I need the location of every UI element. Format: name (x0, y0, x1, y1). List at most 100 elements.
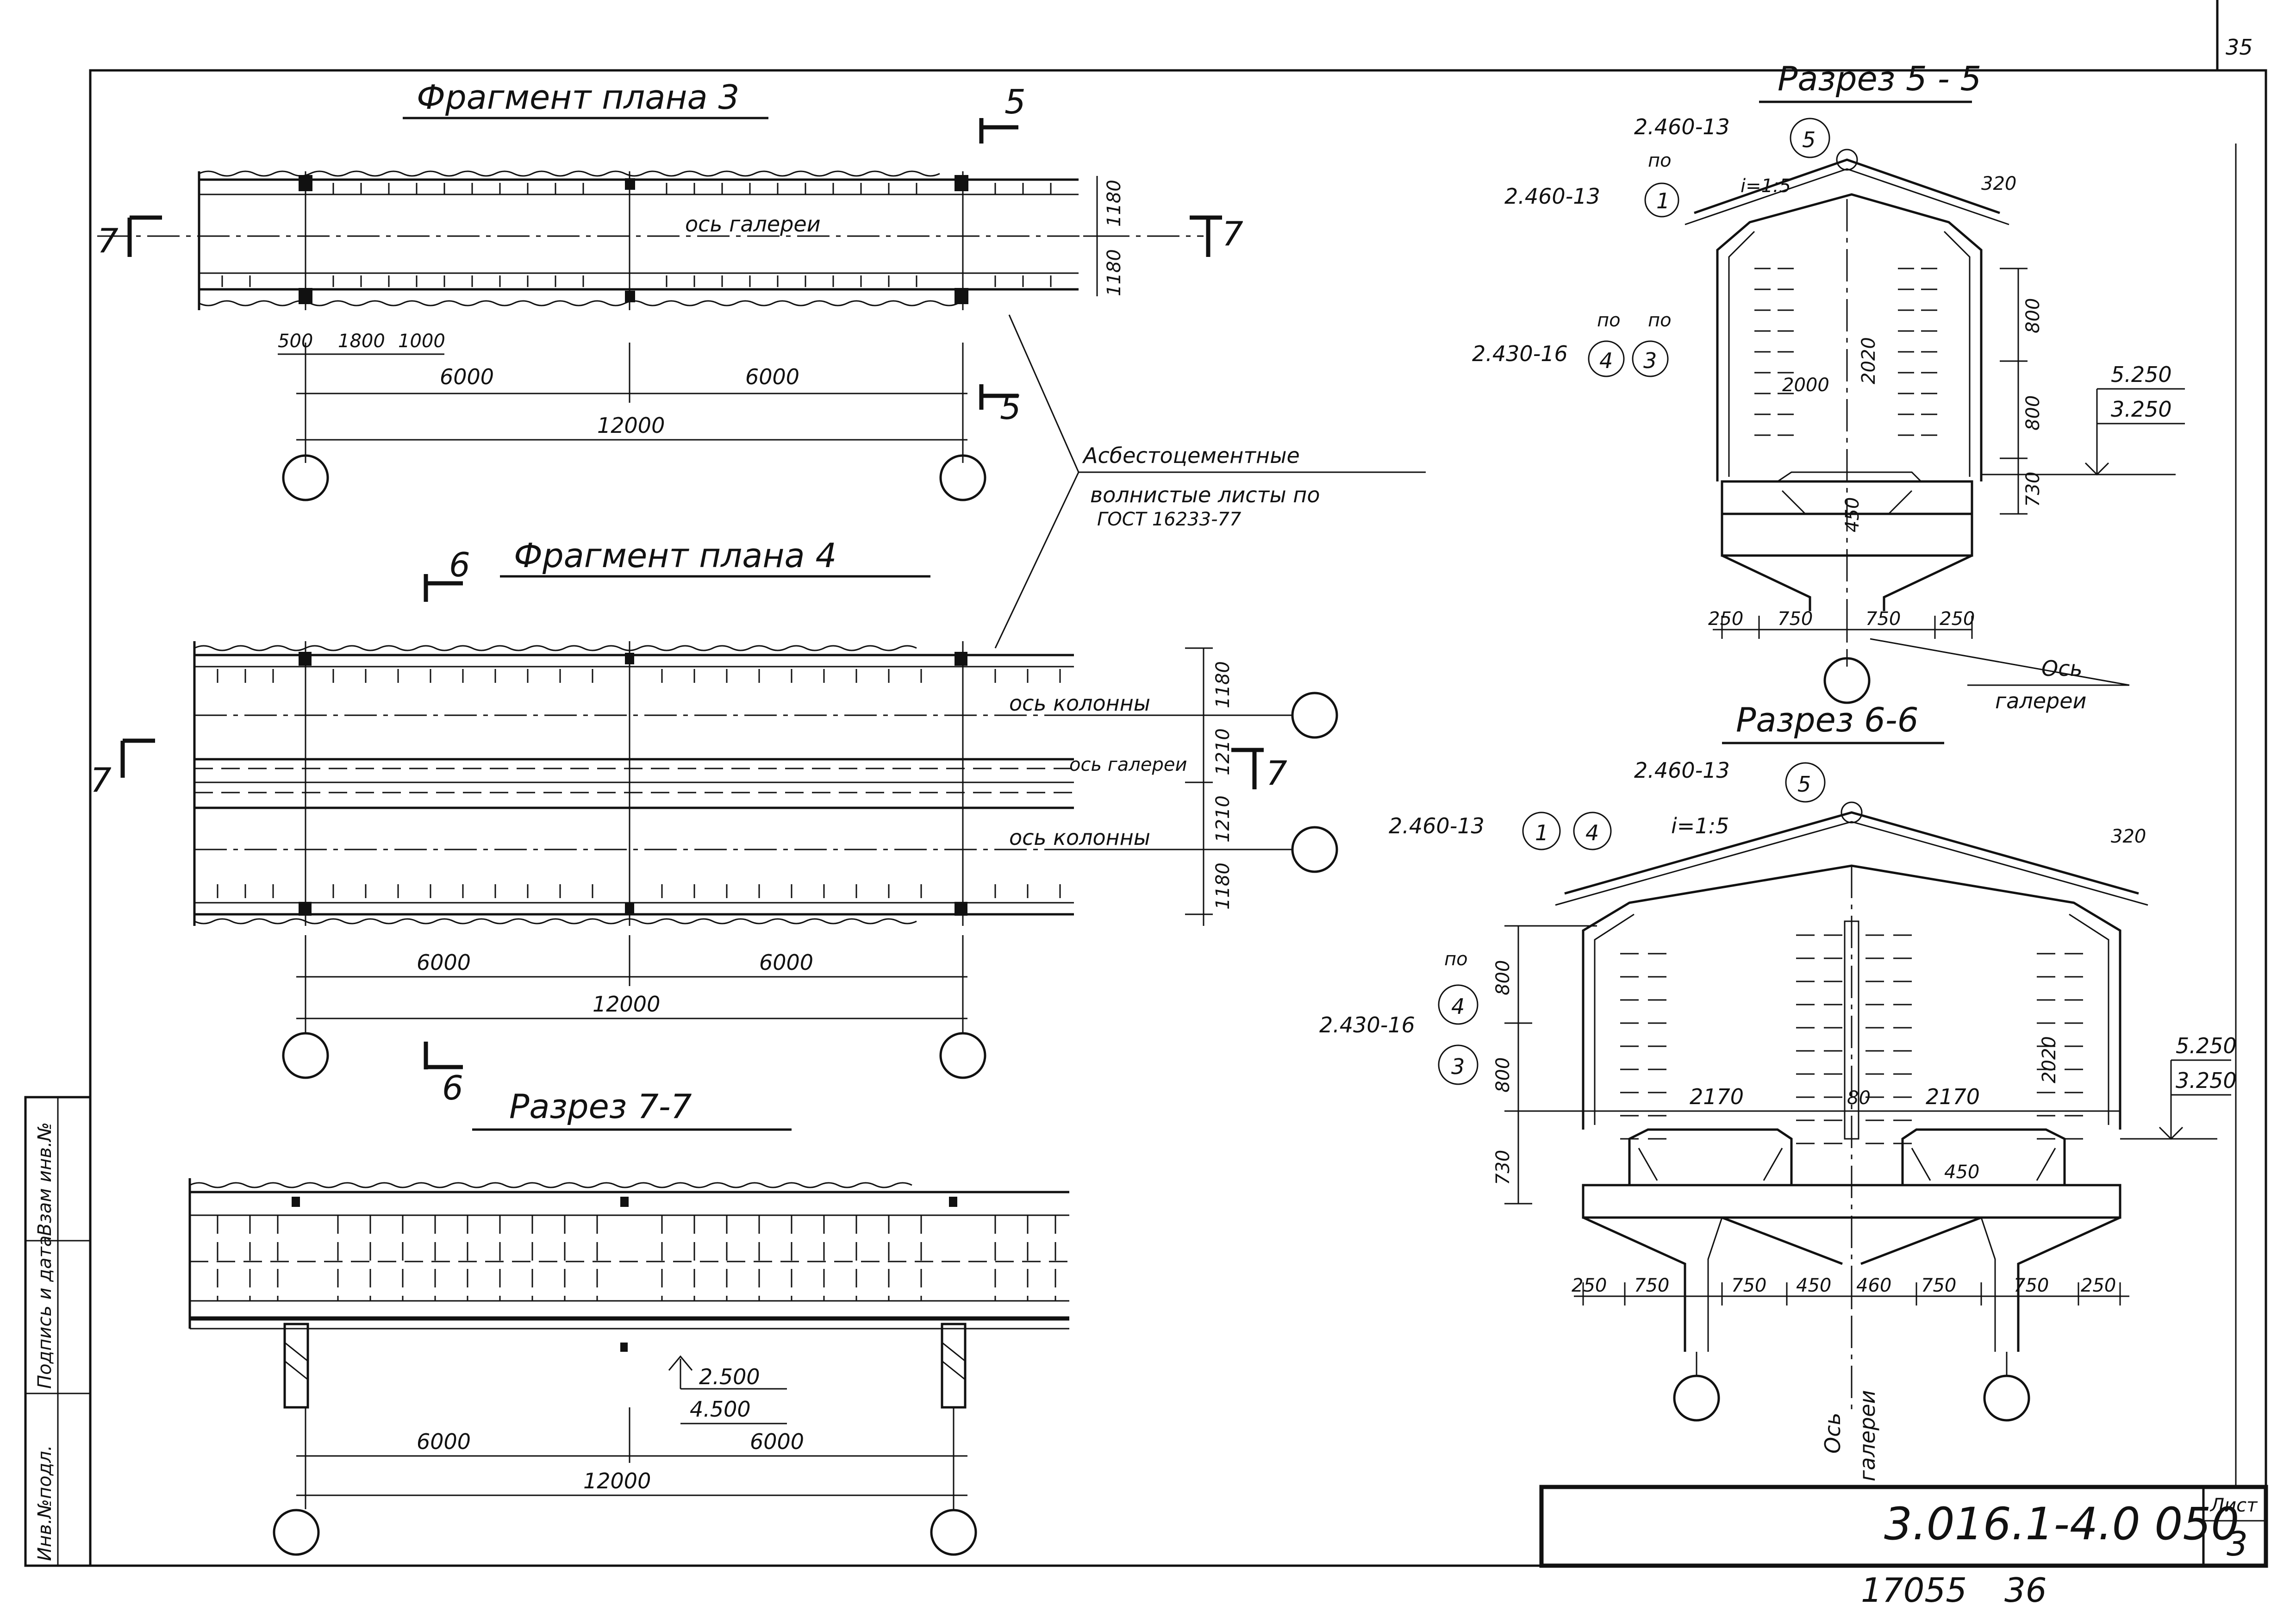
section55-ref-top: 2.460-13 (1634, 114, 1730, 139)
plan4-label-column-bottom: ось колонны (1009, 825, 1150, 850)
plan4-axis-bubble-right (939, 1032, 986, 1079)
section66-level-top: 5.250 (2176, 1033, 2237, 1058)
section66-dim-b-250b: 250 (2081, 1275, 2116, 1296)
section66-dim-800-b: 800 (1492, 1057, 1514, 1093)
plan4-group: Фрагмент плана 4 6 ось колонны ось галер… (90, 536, 1338, 1107)
plan3-axis-bubble-left (282, 454, 329, 501)
section55-dim-800-b: 800 (2022, 395, 2044, 431)
section66-level-bottom: 3.250 (2176, 1068, 2237, 1093)
section66-dim-b-750d: 750 (2014, 1275, 2049, 1296)
plan4-dim-side-3: 1210 (1212, 795, 1234, 843)
section55-group: Разрез 5 - 5 2.460-13 5 по 2.460-13 1 по… (1472, 59, 2185, 713)
callout-line-1: Асбестоцементные (1082, 443, 1300, 468)
section55-level-bottom: 3.250 (2111, 397, 2172, 422)
section66-axis-label-1: Ось (1820, 1412, 1845, 1454)
section55-axis-label-2: галереи (1995, 688, 2086, 713)
section55-marker-5-label: 5 (1802, 127, 1816, 152)
section55-axis-bubble (1823, 657, 1871, 704)
section55-title: Разрез 5 - 5 (1778, 59, 1981, 98)
section77-dim-6000-a: 6000 (417, 1429, 471, 1454)
section66-dim-b-750a: 750 (1634, 1275, 1669, 1296)
section55-axis-label-1: Ось (2041, 656, 2083, 681)
plan3-group: Фрагмент плана 3 ось галереи 1180 1180 5… (97, 78, 1243, 501)
section66-dim-800-a: 800 (1492, 960, 1514, 995)
section55-slope: i=1:5 (1741, 175, 1791, 197)
section55-dim-730: 730 (2022, 472, 2044, 507)
document-code: 3.016.1-4.0 050 (1884, 1498, 2239, 1550)
section55-ref-mid: 2.460-13 (1504, 184, 1600, 209)
section66-marker-4-top (1573, 812, 1612, 850)
section66-marker-5 (1785, 762, 1826, 803)
section66-dim-80: 80 (1847, 1087, 1871, 1109)
plan4-dim-6000-b: 6000 (759, 950, 813, 975)
section66-marker-4 (1438, 984, 1479, 1025)
section66-dim-730: 730 (1492, 1150, 1514, 1185)
section66-dim-b-450: 450 (1796, 1275, 1831, 1296)
plan4-axis-bubble-bottom (1291, 826, 1338, 873)
page-number: 36 (2004, 1571, 2047, 1610)
plan4-axis-bubble-left (282, 1032, 329, 1079)
plan3-dim-1800: 1800 (338, 331, 385, 352)
section55-dim-250-b: 250 (1940, 608, 1975, 630)
inventory-number: 17055 (1861, 1571, 1967, 1610)
section66-dim-b-460: 460 (1856, 1275, 1891, 1296)
section55-dim-2020: 2020 (1858, 337, 1879, 384)
sheet-label: Лист (2209, 1495, 2258, 1516)
section55-marker-3 (1632, 340, 1669, 377)
section77-axis-bubble-left (273, 1509, 320, 1556)
plan4-dim-total: 12000 (593, 992, 660, 1017)
section55-dim-750-a: 750 (1778, 608, 1813, 630)
corner-number: 35 (2226, 35, 2253, 60)
plan3-title: Фрагмент плана 3 (417, 78, 739, 117)
section77-level-top: 2.500 (699, 1364, 760, 1389)
plan4-mark-6-bottom: 6 (442, 1068, 463, 1107)
stamp-inventory: Инв.№подл. (34, 1445, 56, 1561)
section55-prefix-2: по (1597, 310, 1621, 331)
section66-marker-1 (1522, 812, 1561, 850)
sheet-frame (89, 0, 2267, 1567)
plan3-dim-6000-a: 6000 (440, 364, 494, 389)
plan3-dim-1000: 1000 (398, 331, 445, 352)
section55-dim-2000: 2000 (1782, 375, 1829, 396)
section66-axis-bubble-right (1983, 1374, 2030, 1422)
plan3-dim-side-1: 1180 (1104, 180, 1125, 227)
section55-marker-1 (1644, 182, 1679, 218)
plan3-dim-500: 500 (278, 331, 313, 352)
section55-marker-1-label: 1 (1656, 188, 1670, 213)
plan3-dim-total: 12000 (597, 413, 665, 438)
section66-dim-b-250a: 250 (1572, 1275, 1607, 1296)
callout-line-3: ГОСТ 16233-77 (1097, 509, 1242, 530)
section66-marker-1-label: 1 (1535, 820, 1548, 845)
section55-marker-5 (1790, 118, 1830, 158)
callout-group: Асбестоцементные волнистые листы по ГОСТ… (994, 314, 1426, 649)
section55-marker-4 (1588, 340, 1625, 377)
plan4-mark-7-right: 7 (1266, 754, 1287, 793)
plan4-dim-side-4: 1180 (1212, 862, 1234, 910)
section66-ref-mid: 2.460-13 (1389, 813, 1485, 838)
section66-axis-bubble-left (1673, 1374, 1720, 1422)
section55-marker-3-label: 3 (1643, 348, 1657, 373)
sheet-number: 3 (2227, 1524, 2248, 1563)
section55-prefix-3: по (1648, 310, 1672, 331)
title-block (1539, 1485, 2268, 1568)
side-stamp: Инв.№подл. Подпись и дата Взам инв.№ (24, 1096, 92, 1567)
plan4-axis-bubble-top (1291, 692, 1338, 739)
section66-slope: i=1:5 (1671, 813, 1729, 838)
stamp-signature: Подпись и дата (34, 1236, 56, 1389)
plan3-dim-6000-b: 6000 (745, 364, 799, 389)
section66-dim-b-750c: 750 (1921, 1275, 1956, 1296)
section77-level-bottom: 4.500 (690, 1397, 751, 1422)
section66-dim-2020: 2020 (2039, 1036, 2060, 1083)
section77-dim-total: 12000 (583, 1468, 651, 1493)
plan3-axis-label: ось галереи (685, 212, 821, 237)
section66-ref-top: 2.460-13 (1634, 758, 1730, 783)
section66-ref-wall: 2.430-16 (1319, 1012, 1415, 1037)
callout-line-2: волнистые листы по (1090, 482, 1320, 507)
section66-marker-4-label: 4 (1451, 994, 1465, 1019)
section55-dim-250-a: 250 (1708, 608, 1743, 630)
section55-prefix-1: по (1648, 150, 1672, 171)
section77-dim-6000-b: 6000 (750, 1429, 804, 1454)
plan3-mark-7-right: 7 (1222, 214, 1243, 253)
plan3-mark-7-left: 7 (97, 221, 119, 260)
